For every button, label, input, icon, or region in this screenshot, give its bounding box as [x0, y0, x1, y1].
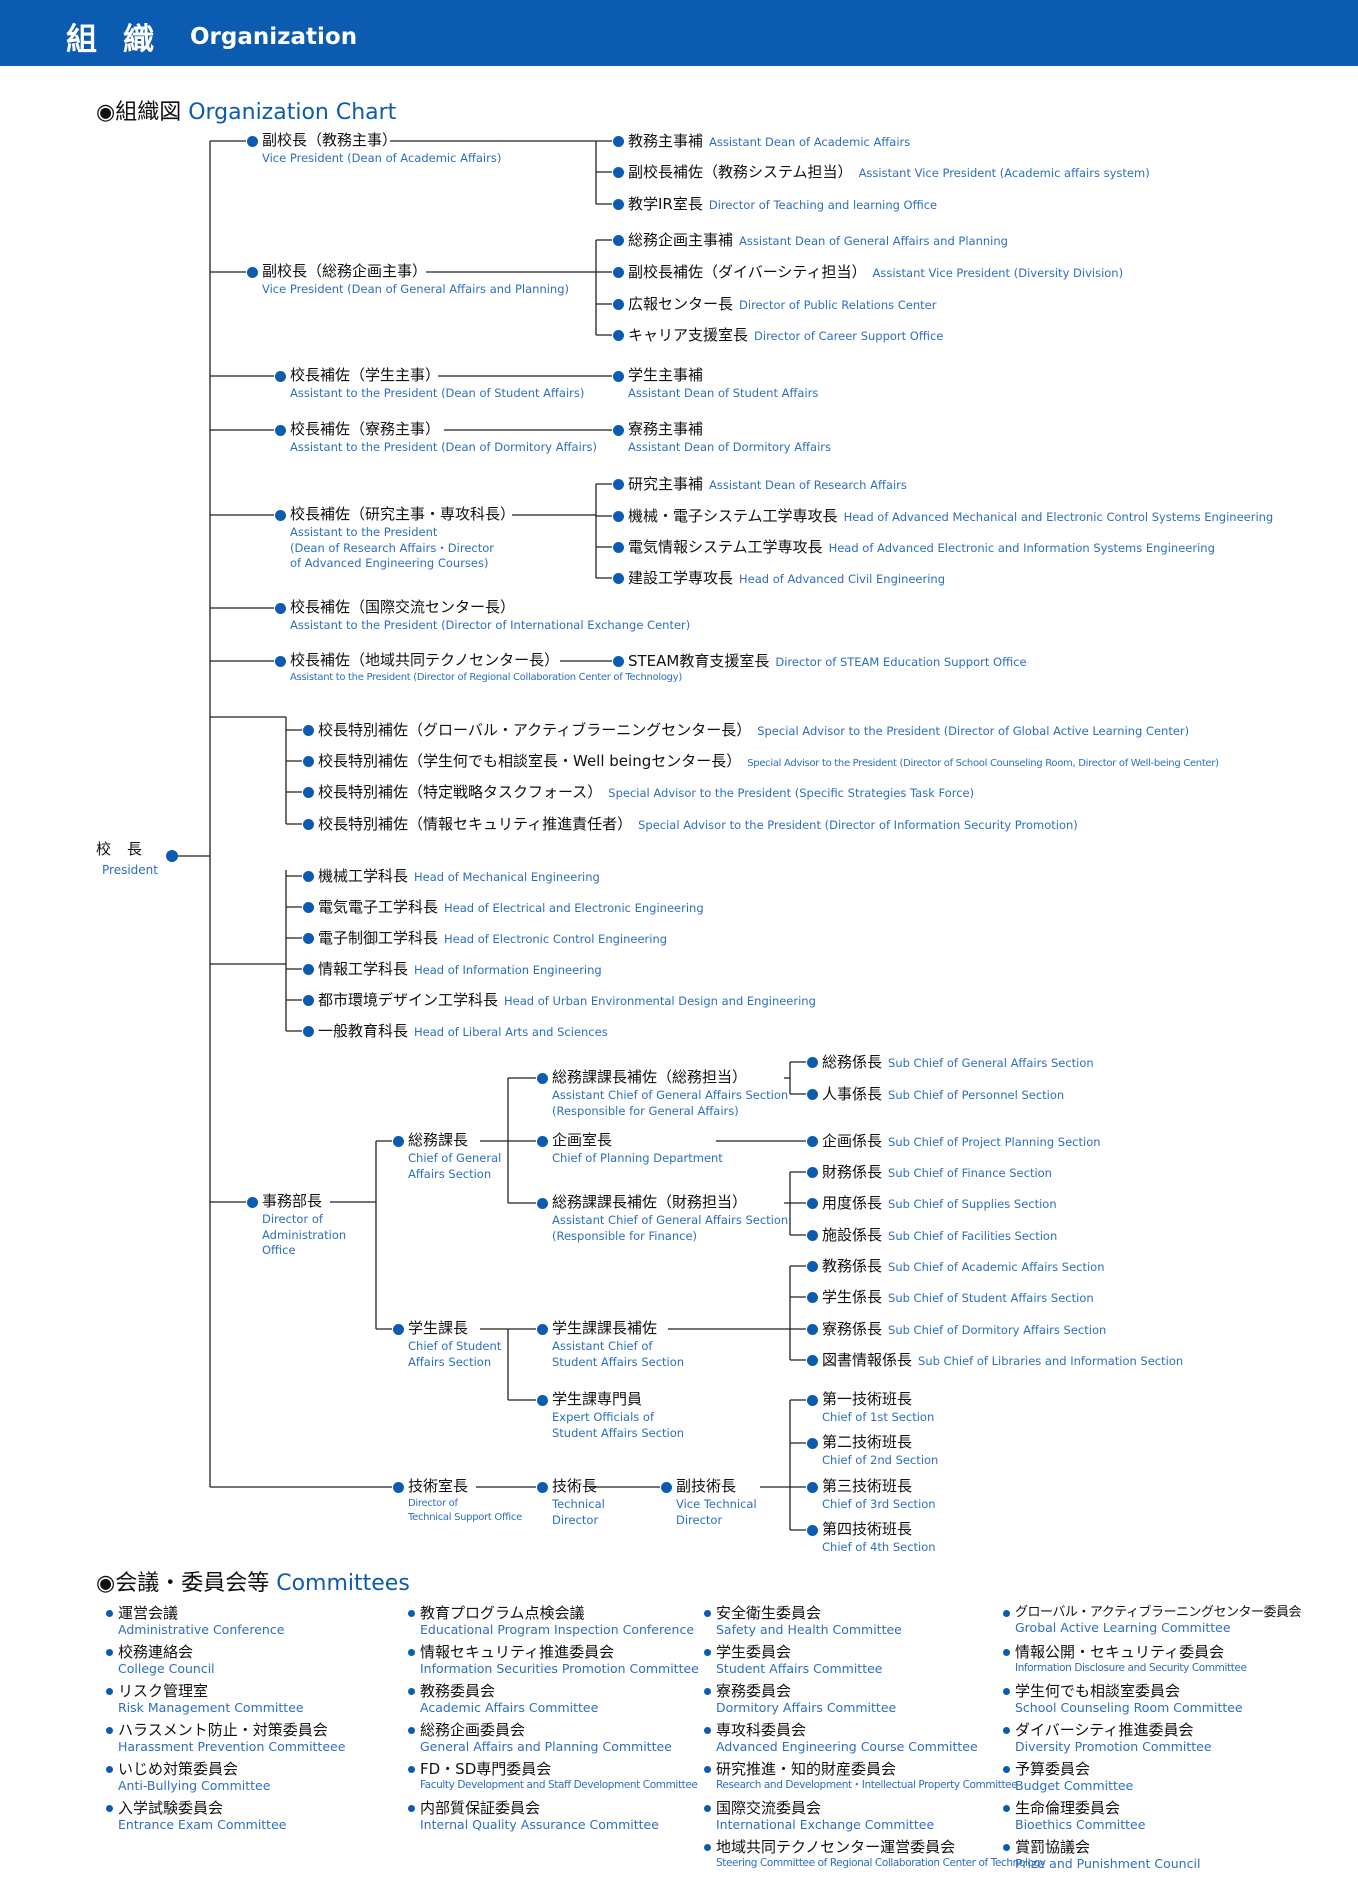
- section-title-committees: ◉会議・委員会等 Committees: [96, 1565, 410, 1597]
- advisor-node: 校長特別補佐（特定戦略タスクフォース）Special Advisor to th…: [302, 783, 975, 801]
- advisor-node: 校長特別補佐（グローバル・アクティブラーニングセンター長）Special Adv…: [302, 721, 1190, 739]
- assistant-student-node: 校長補佐（学生主事） Assistant to the President (D…: [274, 366, 585, 400]
- vp-general-node: 副校長（総務企画主事） Vice President (Dean of Gene…: [246, 262, 570, 296]
- section-title-committees-en: Committees: [276, 1571, 410, 1596]
- planning-chief-node: 企画室長 Chief of Planning Department: [537, 1131, 723, 1165]
- vp-academic-en: Vice President (Dean of Academic Affairs…: [262, 151, 502, 165]
- ga-assistant-general-node: 総務課課長補佐（総務担当） Assistant Chief of General…: [536, 1068, 789, 1118]
- president-jp: 校長: [96, 840, 159, 858]
- president-en: President: [102, 863, 158, 877]
- assistant-international-node: 校長補佐（国際交流センター長） Assistant to the Preside…: [274, 598, 691, 632]
- vp-academic-jp: 副校長（教務主事）: [262, 131, 398, 149]
- org-node: 寮務主事補 Assistant Dean of Dormitory Affair…: [612, 420, 832, 454]
- section-title-chart: ◉組織図 Organization Chart: [96, 94, 396, 126]
- tech-section-node: 第一技術班長 Chief of 1st Section: [806, 1390, 935, 1424]
- tech-section-node: 第二技術班長 Chief of 2nd Section: [806, 1433, 939, 1467]
- section-title-chart-jp: ◉組織図: [96, 100, 182, 125]
- assistant-dormitory-node: 校長補佐（寮務主事） Assistant to the President (D…: [274, 420, 598, 454]
- section-title-committees-jp: ◉会議・委員会等: [96, 1571, 270, 1596]
- advisor-node: 校長特別補佐（情報セキュリティ推進責任者）Special Advisor to …: [303, 815, 1078, 833]
- header-title-jp: 組織: [66, 22, 180, 58]
- ga-assistant-finance-node: 総務課課長補佐（財務担当） Assistant Chief of General…: [536, 1193, 789, 1243]
- assistant-research-node: 校長補佐（研究主事・専攻科長） Assistant to the Preside…: [274, 505, 516, 571]
- org-chart-connectors: [172, 140, 806, 1531]
- assistant-technocenter-node: 校長補佐（地域共同テクノセンター長） Assistant to the Pres…: [275, 651, 682, 683]
- president-node: 校長 President: [96, 838, 158, 877]
- org-node: 学生主事補 Assistant Dean of Student Affairs: [612, 366, 819, 400]
- tech-section-node: 第三技術班長 Chief of 3rd Section: [807, 1477, 936, 1511]
- president-dot: [166, 850, 178, 862]
- header-bar: 組織 Organization: [0, 0, 1358, 66]
- advisor-node: 校長特別補佐（学生何でも相談室長・Well beingセンター長）Special…: [303, 752, 1219, 770]
- header-title-en: Organization: [190, 24, 358, 50]
- section-title-chart-en: Organization Chart: [188, 100, 397, 125]
- tech-section-node: 第四技術班長 Chief of 4th Section: [807, 1520, 936, 1554]
- org-node: 副校長補佐（ダイバーシティ担当）Assistant Vice President…: [612, 263, 1124, 281]
- org-node: 副校長補佐（教務システム担当）Assistant Vice President …: [613, 163, 1150, 181]
- vp-academic-node: 副校長（教務主事） Vice President (Dean of Academ…: [246, 131, 502, 167]
